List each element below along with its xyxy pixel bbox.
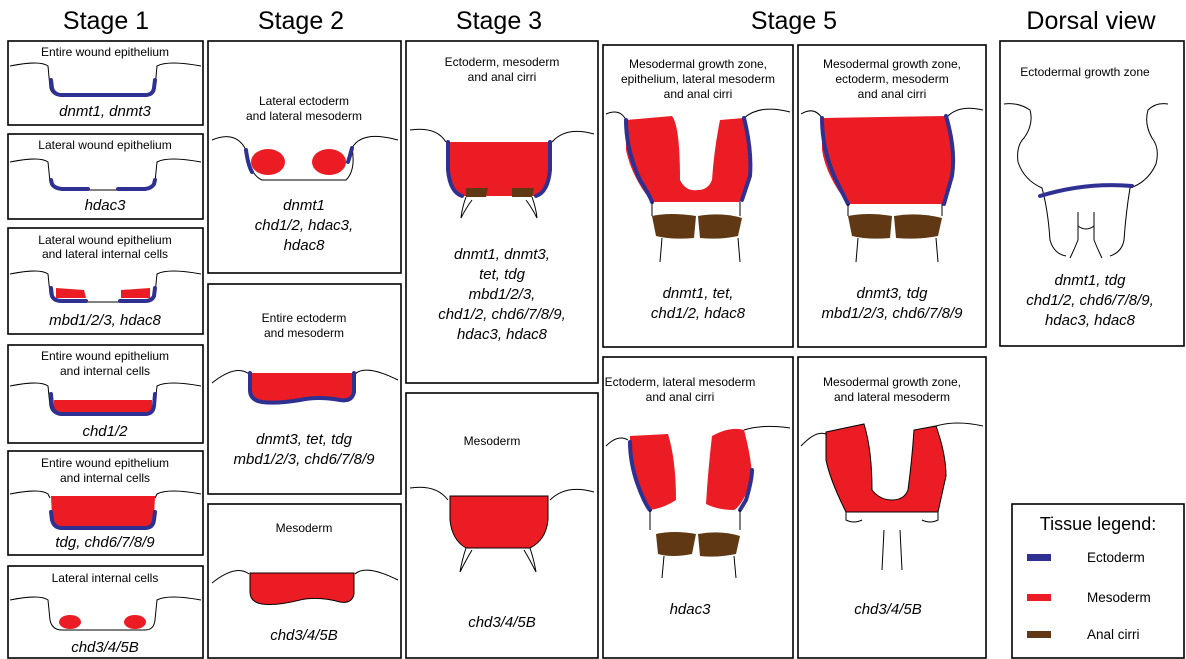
gene-list: chd3/4/5B: [71, 639, 139, 656]
panel-label-line-1: Entire ectoderm: [262, 311, 347, 325]
gene-list-line-2: mbd1/2/3, chd6/7/8/9: [822, 305, 964, 322]
panel-label: Lateral internal cells: [52, 571, 159, 585]
gene-list-line-2: chd1/2, hdac3,: [255, 217, 353, 234]
header-dorsal-view: Dorsal view: [1026, 7, 1156, 35]
panel-label-line-2: and anal cirri: [646, 390, 715, 404]
stage1-panel-2: Lateral wound epithelium hdac3: [8, 134, 203, 219]
panel-label: Ectodermal growth zone: [1020, 65, 1150, 79]
gene-list-line-1: dnmt1, tet,: [663, 285, 734, 302]
legend-swatch-anal-cirri: [1027, 631, 1051, 638]
stage5-panel-1: Mesodermal growth zone, epithelium, late…: [603, 45, 793, 347]
panel-label-line-1: Ectoderm, lateral mesoderm: [605, 375, 756, 389]
panel-label-line-2: and anal cirri: [468, 70, 537, 84]
gene-list-line-1: dnmt3, tdg: [857, 285, 929, 302]
gene-list: hdac3: [85, 197, 127, 214]
header-stage-3: Stage 3: [456, 7, 542, 35]
panel-label: Mesoderm: [276, 521, 333, 535]
gene-list: chd3/4/5B: [468, 614, 536, 631]
gene-list: chd3/4/5B: [270, 627, 338, 644]
panel-label-line-1: Mesodermal growth zone,: [823, 375, 961, 389]
gene-list: dnmt1, dnmt3: [59, 103, 151, 120]
panel-label-line-2: epithelium, lateral mesoderm: [621, 72, 775, 86]
panel-label-line-1: Mesodermal growth zone,: [823, 57, 961, 71]
stage1-panel-4: Entire wound epithelium and internal cel…: [8, 345, 203, 443]
stage3-panel-1: Ectoderm, mesoderm and anal cirri dnmt1,…: [406, 41, 598, 383]
panel-label: Entire wound epithelium: [41, 45, 169, 59]
gene-list-line-5: hdac3, hdac8: [457, 326, 548, 343]
legend-label-anal-cirri: Anal cirri: [1087, 627, 1140, 642]
legend-swatch-mesoderm: [1027, 594, 1051, 601]
panel-label-line-3: and anal cirri: [664, 87, 733, 101]
stage5-panel-3: Ectoderm, lateral mesoderm and anal cirr…: [603, 357, 793, 658]
legend-swatch-ectoderm: [1027, 554, 1051, 561]
gene-list-line-1: dnmt3, tet, tdg: [256, 431, 353, 448]
panel-label-line-2: and lateral mesoderm: [246, 109, 362, 123]
gene-list-line-1: dnmt1: [283, 197, 325, 214]
gene-list-line-2: chd1/2, chd6/7/8/9,: [1026, 292, 1154, 309]
gene-list: chd1/2: [82, 423, 128, 440]
panel-label-line-1: Lateral wound epithelium: [38, 233, 171, 247]
dorsal-panel: Ectodermal growth zone dnmt1, tdg chd1/2…: [1000, 41, 1184, 346]
gene-list: tdg, chd6/7/8/9: [55, 534, 155, 551]
gene-list-line-1: dnmt1, tdg: [1055, 272, 1127, 289]
stage5-panel-2: Mesodermal growth zone, ectoderm, mesode…: [798, 45, 986, 347]
panel-label-line-2: ectoderm, mesoderm: [835, 72, 948, 86]
panel-label-line-2: and lateral internal cells: [42, 247, 168, 261]
panel-label-line-1: Lateral ectoderm: [259, 94, 349, 108]
panel-label-line-1: Ectoderm, mesoderm: [445, 55, 560, 69]
header-stage-5: Stage 5: [751, 7, 837, 35]
gene-list: chd3/4/5B: [854, 601, 922, 618]
panel-label-line-1: Entire wound epithelium: [41, 456, 169, 470]
stage3-panel-2: Mesoderm chd3/4/5B: [406, 393, 598, 658]
header-stage-1: Stage 1: [63, 7, 149, 35]
stage1-panel-1: Entire wound epithelium dnmt1, dnmt3: [8, 41, 203, 125]
stage1-panel-5: Entire wound epithelium and internal cel…: [8, 451, 203, 555]
gene-list-line-1: dnmt1, dnmt3,: [454, 246, 550, 263]
legend-label-ectoderm: Ectoderm: [1087, 550, 1145, 565]
gene-list-line-3: mbd1/2/3,: [469, 286, 536, 303]
gene-list: hdac3: [670, 601, 712, 618]
gene-list-line-2: chd1/2, hdac8: [651, 305, 746, 322]
panel-label-line-1: Mesodermal growth zone,: [629, 57, 767, 71]
panel-label-line-2: and lateral mesoderm: [834, 390, 950, 404]
panel-label: Lateral wound epithelium: [38, 138, 171, 152]
gene-list-line-3: hdac8: [284, 237, 326, 254]
gene-list-line-2: mbd1/2/3, chd6/7/8/9: [234, 451, 376, 468]
stage2-panel-3: Mesoderm chd3/4/5B: [208, 504, 401, 658]
gene-list-line-4: chd1/2, chd6/7/8/9,: [438, 306, 566, 323]
stage1-panel-3: Lateral wound epithelium and lateral int…: [8, 228, 203, 334]
stage2-panel-1: Lateral ectoderm and lateral mesoderm dn…: [208, 41, 401, 273]
panel-label-line-2: and mesoderm: [264, 326, 344, 340]
panel-label-line-3: and anal cirri: [858, 87, 927, 101]
header-stage-2: Stage 2: [258, 7, 344, 35]
tissue-legend: Tissue legend: Ectoderm Mesoderm Anal ci…: [1012, 504, 1184, 658]
stage5-panel-4: Mesodermal growth zone, and lateral meso…: [798, 357, 986, 658]
gene-list-line-2: tet, tdg: [479, 266, 526, 283]
panel-label: Mesoderm: [464, 434, 521, 448]
panel-label-line-1: Entire wound epithelium: [41, 349, 169, 363]
gene-list-line-3: hdac3, hdac8: [1045, 312, 1136, 329]
panel-label-line-2: and internal cells: [60, 471, 150, 485]
legend-label-mesoderm: Mesoderm: [1087, 590, 1151, 605]
gene-list: mbd1/2/3, hdac8: [49, 312, 161, 329]
legend-title: Tissue legend:: [1040, 514, 1156, 534]
stage1-panel-6: Lateral internal cells chd3/4/5B: [8, 566, 203, 658]
panel-label-line-2: and internal cells: [60, 364, 150, 378]
stage2-panel-2: Entire ectoderm and mesoderm dnmt3, tet,…: [208, 284, 401, 494]
